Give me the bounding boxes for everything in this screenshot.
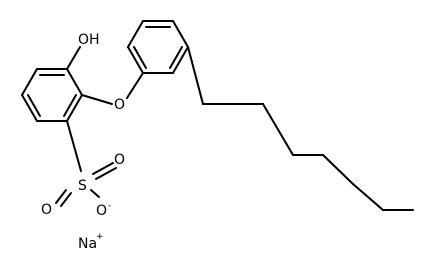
- sulfonyl-double-bond: [55, 189, 67, 204]
- bond: [127, 46, 144, 74]
- sodium-label: Na: [78, 236, 97, 252]
- octyl-chain: [187, 46, 414, 211]
- sulfonyl-double-bond: [95, 167, 117, 180]
- carbon-sulfur-bond: [66, 120, 82, 172]
- sulfonate-single-bond: [90, 189, 100, 198]
- sulfonyl-double-bond: [60, 192, 72, 207]
- ether-oxygen-label: O: [114, 97, 125, 113]
- bond: [172, 46, 189, 74]
- sulfur-label: S: [78, 178, 87, 194]
- left-benzene-ring: [21, 68, 83, 122]
- ether-bond-left: [81, 94, 113, 105]
- bond: [172, 20, 189, 48]
- hydroxyl-label: OH: [78, 32, 100, 48]
- sulfonyl-oxygen-upper-label: O: [114, 152, 125, 168]
- bond: [352, 183, 384, 211]
- bond: [21, 68, 38, 96]
- right-benzene-ring: [127, 20, 189, 74]
- bond: [66, 68, 83, 96]
- aromatic-double-bond: [133, 46, 147, 69]
- aromatic-double-bond: [63, 94, 77, 117]
- bond: [66, 94, 83, 122]
- aromatic-double-bond: [169, 46, 183, 69]
- sodium-charge-label: +: [96, 232, 104, 242]
- bond: [187, 46, 204, 105]
- aromatic-double-bond: [27, 94, 41, 117]
- ether-bond-right: [126, 72, 144, 99]
- hydroxyl-bond: [66, 46, 81, 70]
- sulfonyl-double-bond: [92, 162, 114, 175]
- sulfonate-charge-label: -: [108, 201, 111, 211]
- bond: [127, 20, 144, 48]
- sulfonate-oxygen-label: O: [96, 203, 107, 219]
- bond: [21, 94, 38, 122]
- bond: [322, 154, 354, 185]
- sulfonyl-oxygen-left-label: O: [41, 202, 52, 218]
- bond: [262, 103, 294, 156]
